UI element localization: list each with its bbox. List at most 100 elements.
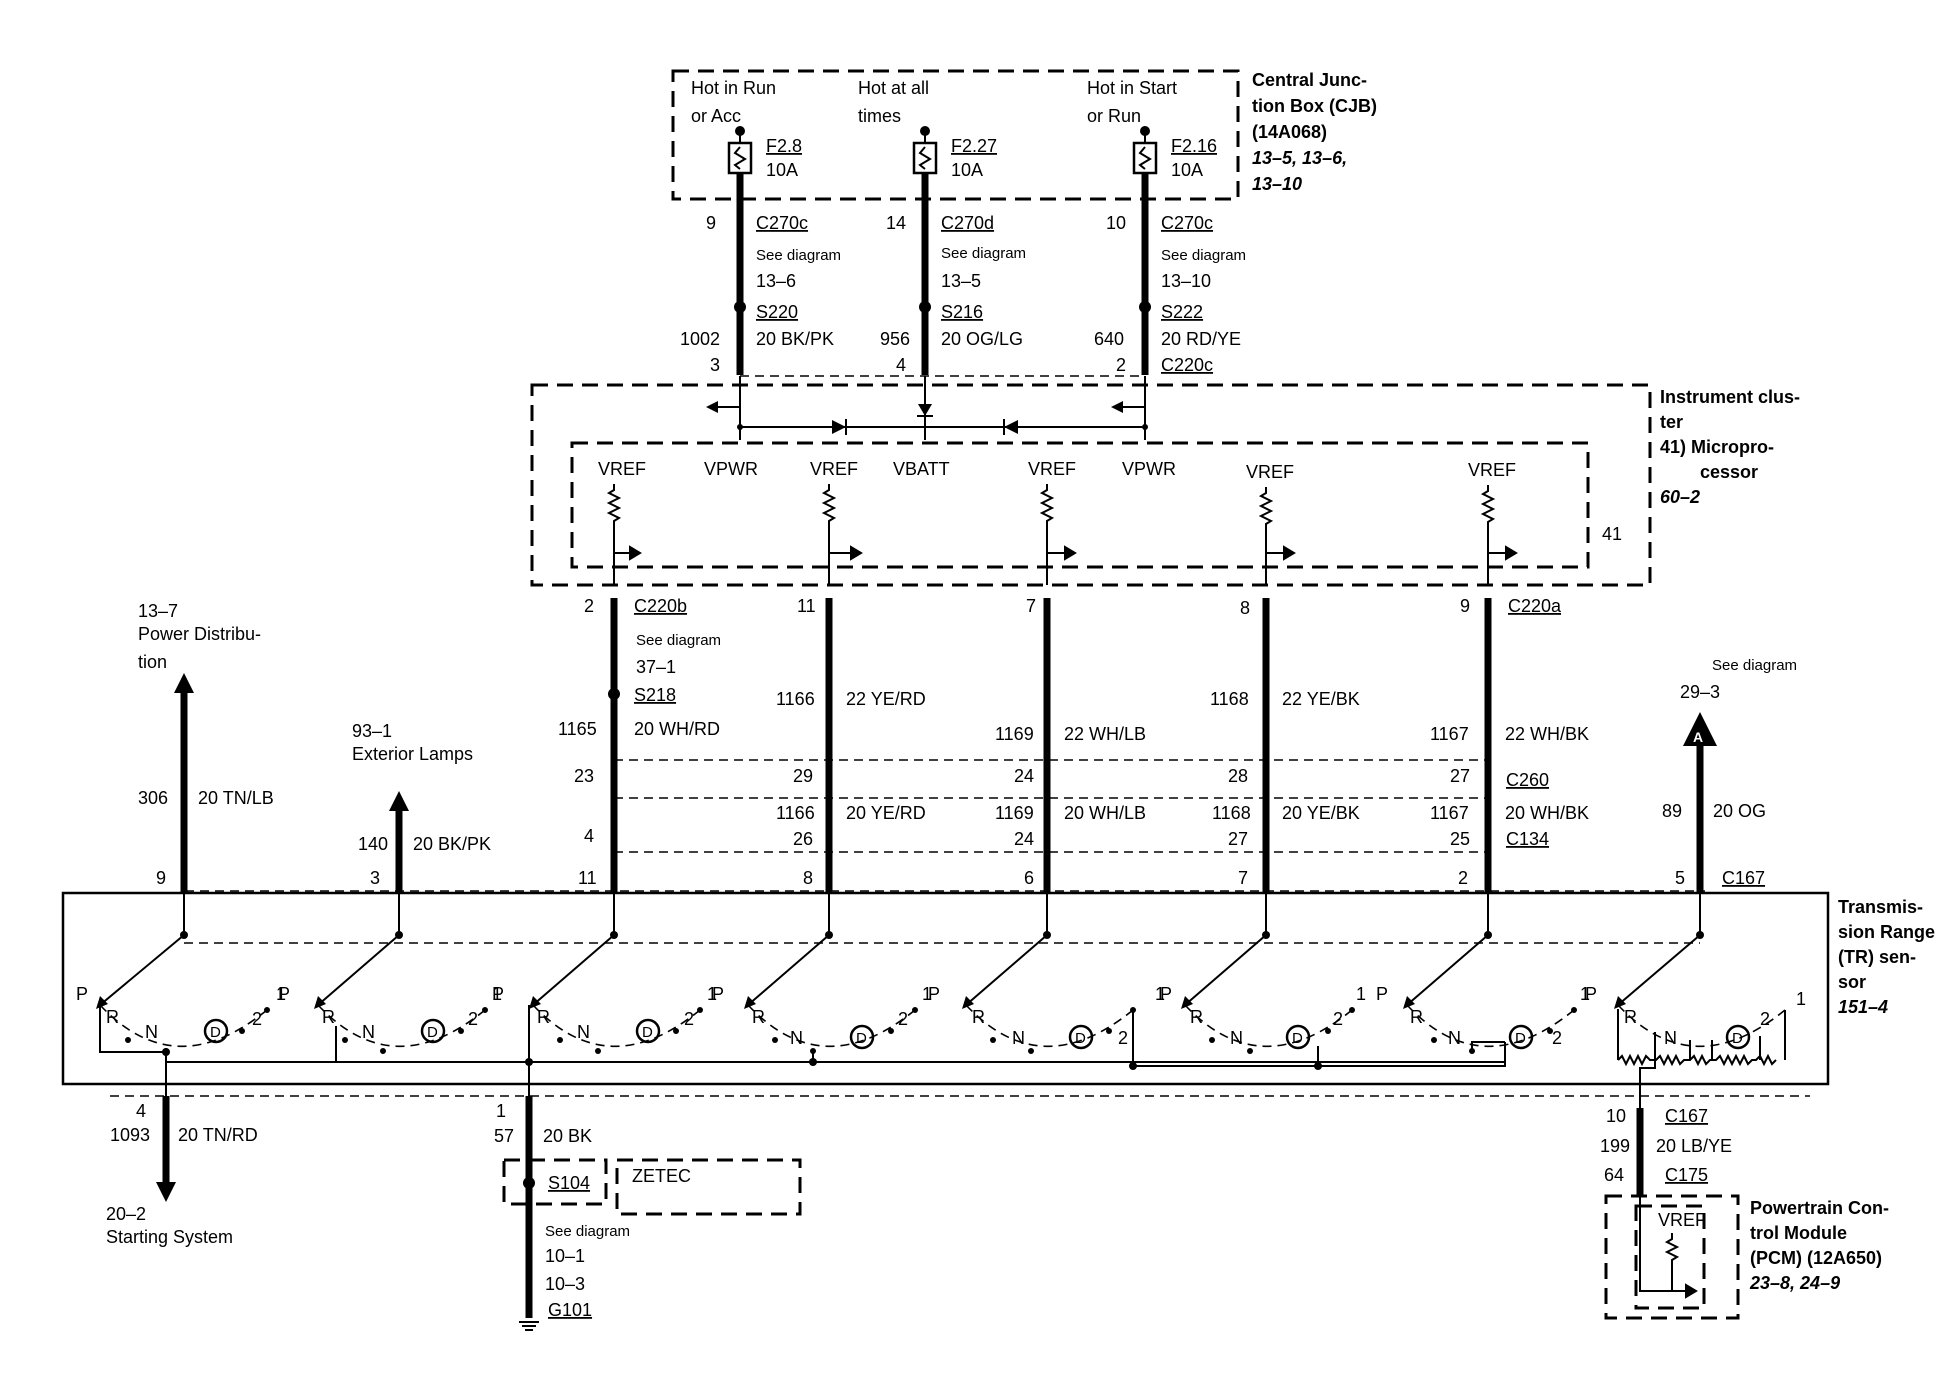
svg-text:N: N [1012,1028,1025,1048]
svg-text:1002: 1002 [680,329,720,349]
starting-system-output: 4 1093 20 TN/RD 20–2 Starting System [106,1095,1810,1247]
svg-text:2: 2 [468,1009,478,1029]
tr-switch-5: P R N D 2 1 [928,893,1165,1070]
sensor-wire-1: 2 C220b See diagram 37–1 S218 1165 20 WH… [558,596,721,893]
svg-text:P: P [278,984,290,1004]
svg-text:1093: 1093 [110,1125,150,1145]
svg-text:20 WH/RD: 20 WH/RD [634,719,720,739]
svg-text:R: R [322,1007,335,1027]
svg-text:20 WH/BK: 20 WH/BK [1505,803,1589,823]
svg-text:4: 4 [136,1101,146,1121]
svg-text:2: 2 [684,1009,694,1029]
signal-label-2: VPWR [704,459,758,479]
pcm-inner-box [1634,1204,1706,1310]
svg-text:7: 7 [1026,596,1036,616]
svg-text:1: 1 [1580,984,1590,1004]
svg-text:D: D [856,1030,867,1047]
svg-text:20 OG: 20 OG [1713,801,1766,821]
svg-text:1169: 1169 [995,724,1034,744]
svg-text:D: D [1292,1030,1303,1047]
fuse-3-amp: 10A [1171,160,1203,180]
svg-text:S104: S104 [548,1173,590,1193]
svg-text:See diagram: See diagram [1712,657,1797,674]
pcm-box [1604,1194,1740,1320]
svg-text:640: 640 [1094,329,1124,349]
sensor-wire-3: 7 1169 22 WH/LB 24 1169 20 WH/LB 24 6 [995,596,1146,893]
c167-connector: C167 [185,868,1765,892]
tr-switch-2: P R N D 2 1 [278,893,520,1063]
svg-text:N: N [1664,1028,1677,1048]
svg-text:D: D [642,1024,653,1041]
svg-text:6: 6 [1024,868,1034,888]
svg-text:C175: C175 [1665,1165,1708,1185]
svg-text:20 LB/YE: 20 LB/YE [1656,1136,1732,1156]
tr-sensor-label: Transmis- sion Range (TR) sen- sor [1838,897,1940,992]
svg-text:4: 4 [584,826,594,846]
c134-connector: C134 [614,829,1549,853]
svg-text:1: 1 [707,984,717,1004]
svg-text:2: 2 [584,596,594,616]
signal-label-5: VREF [1028,459,1076,479]
svg-text:20 BK/PK: 20 BK/PK [756,329,834,349]
svg-text:22 YE/BK: 22 YE/BK [1282,689,1360,709]
svg-text:2: 2 [1118,1028,1128,1048]
cjb-box [671,69,1240,201]
svg-text:10–3: 10–3 [545,1274,585,1294]
svg-text:Starting System: Starting System [106,1227,233,1247]
cluster-power-network [706,376,1148,440]
sensor-wire-5: 9 C220a 1167 22 WH/BK 27 1167 20 WH/BK 2… [1430,596,1589,893]
svg-text:9: 9 [156,868,166,888]
svg-text:2: 2 [1458,868,1468,888]
svg-text:D: D [210,1024,221,1041]
upper-wire-1: 9 C270c See diagram 13–6 S220 1002 20 BK… [680,173,841,375]
svg-text:25: 25 [1450,829,1470,849]
svg-text:2: 2 [1760,1009,1770,1029]
svg-text:13–7: 13–7 [138,601,178,621]
svg-text:2: 2 [898,1009,908,1029]
svg-text:5: 5 [1675,868,1685,888]
svg-text:8: 8 [1240,598,1250,618]
svg-text:1167: 1167 [1430,724,1469,744]
svg-text:D: D [1732,1030,1743,1047]
svg-text:S218: S218 [634,685,676,705]
svg-text:20 BK/PK: 20 BK/PK [413,834,491,854]
svg-text:1: 1 [1796,989,1806,1009]
svg-text:R: R [1624,1007,1637,1027]
right-output: See diagram 29–3 A 89 20 OG 5 [1662,657,1797,893]
svg-text:2: 2 [1333,1009,1343,1029]
svg-text:27: 27 [1228,829,1248,849]
svg-text:D: D [427,1024,438,1041]
fuse-2-amp: 10A [951,160,983,180]
svg-text:24: 24 [1014,829,1034,849]
svg-text:1165: 1165 [558,719,597,739]
svg-text:R: R [1410,1007,1423,1027]
svg-text:P: P [1160,984,1172,1004]
svg-text:N: N [1448,1028,1461,1048]
svg-text:9: 9 [1460,596,1470,616]
svg-text:28: 28 [1228,766,1248,786]
svg-text:C220c: C220c [1161,355,1213,375]
svg-text:P: P [76,984,88,1004]
tr-switch-3: P R N D 2 1 [492,893,717,1096]
svg-text:20 OG/LG: 20 OG/LG [941,329,1023,349]
sensor-wire-2: 11 1166 22 YE/RD 29 1166 20 YE/RD 26 8 [776,596,926,893]
svg-text:140: 140 [358,834,388,854]
svg-text:R: R [1190,1007,1203,1027]
svg-text:See diagram: See diagram [636,632,721,649]
pcm-resistor [1639,1196,1698,1299]
svg-text:P: P [1585,984,1597,1004]
svg-text:1: 1 [492,984,502,1004]
svg-text:C134: C134 [1506,829,1549,849]
svg-text:13–6: 13–6 [756,271,796,291]
svg-text:4: 4 [896,355,906,375]
svg-text:D: D [1515,1030,1526,1047]
svg-text:A: A [1693,729,1703,745]
svg-text:13–5: 13–5 [941,271,981,291]
svg-text:1: 1 [1356,984,1366,1004]
pcm-refs: 23–8, 24–9 [1749,1273,1840,1293]
svg-text:S220: S220 [756,302,798,322]
svg-text:N: N [1230,1028,1243,1048]
svg-text:See diagram: See diagram [941,245,1026,262]
svg-text:1: 1 [276,984,286,1004]
